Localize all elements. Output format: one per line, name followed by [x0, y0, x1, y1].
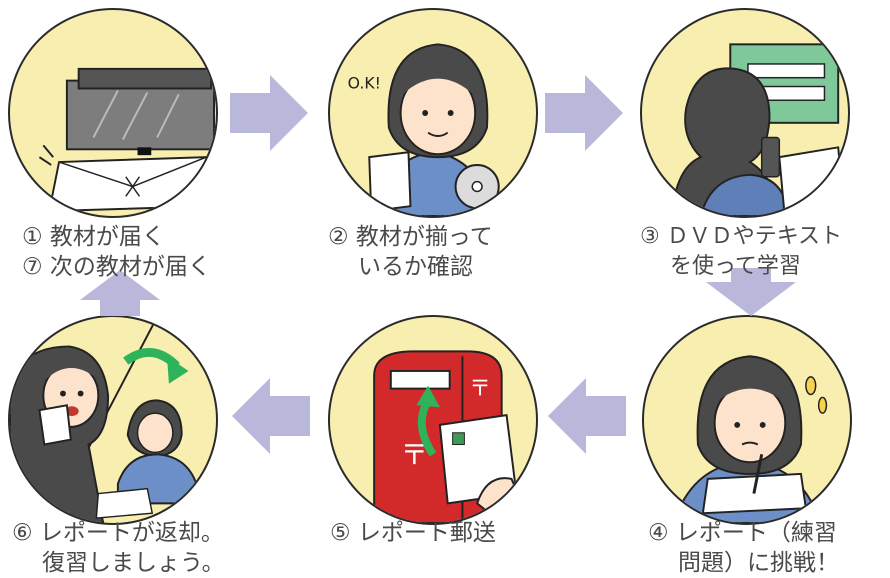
girl-checking-drawing: O.K!: [348, 43, 500, 216]
caption-step-3: ③ ＤＶＤやテキスト を使って学習: [640, 222, 842, 282]
caption-step-2-line-1: ② 教材が揃って: [328, 224, 493, 250]
caption-step-5-line-1: ⑤ レポート郵送: [330, 520, 496, 546]
studying-drawing: [670, 43, 845, 216]
step-6-illustration: [8, 315, 218, 525]
caption-step-6: ⑥ レポートが返却。 復習しましょう。: [12, 518, 225, 578]
step-1-illustration: [8, 8, 218, 218]
caption-step-3-line-2: を使って学習: [670, 254, 801, 279]
caption-step-5: ⑤ レポート郵送: [330, 518, 496, 548]
caption-step-1-line-2: ⑦ 次の教材が届く: [22, 254, 211, 280]
caption-step-3-line-1: ③ ＤＶＤやテキスト: [640, 224, 843, 249]
caption-step-2-line-2: いるか確認: [358, 254, 473, 280]
caption-step-4: ④ レポート（練習 問題）に挑戦！: [648, 518, 839, 578]
caption-step-6-line-2: 復習しましょう。: [42, 550, 225, 576]
girl-writing-drawing: [672, 355, 828, 523]
step-4-illustration: [642, 315, 852, 525]
mailbox-mark: 〒: [469, 376, 491, 401]
arrow-right-1: [230, 75, 308, 151]
caption-step-4-line-1: ④ レポート（練習: [648, 520, 837, 546]
arrow-left-1: [548, 378, 626, 454]
caption-step-1-line-1: ① 教材が届く: [22, 224, 165, 250]
caption-step-1: ① 教材が届く ⑦ 次の教材が届く: [22, 222, 211, 282]
arrow-left-2: [232, 378, 310, 454]
step-2-illustration: O.K!: [328, 8, 538, 218]
mail-slot-drawing: [38, 67, 216, 213]
arrow-right-2: [545, 75, 623, 151]
step-3-illustration: [640, 8, 850, 218]
ok-text: O.K!: [348, 73, 381, 92]
caption-step-6-line-1: ⑥ レポートが返却。: [12, 520, 224, 546]
caption-step-4-line-2: 問題）に挑戦！: [678, 550, 839, 576]
returned-report-drawing: [10, 317, 198, 523]
caption-step-2: ② 教材が揃って いるか確認: [328, 222, 493, 282]
mailbox-drawing: 〒 〒: [373, 350, 528, 523]
step-5-illustration: 〒 〒: [328, 315, 538, 525]
arrow-down: [706, 268, 796, 316]
arrow-up: [80, 270, 160, 316]
